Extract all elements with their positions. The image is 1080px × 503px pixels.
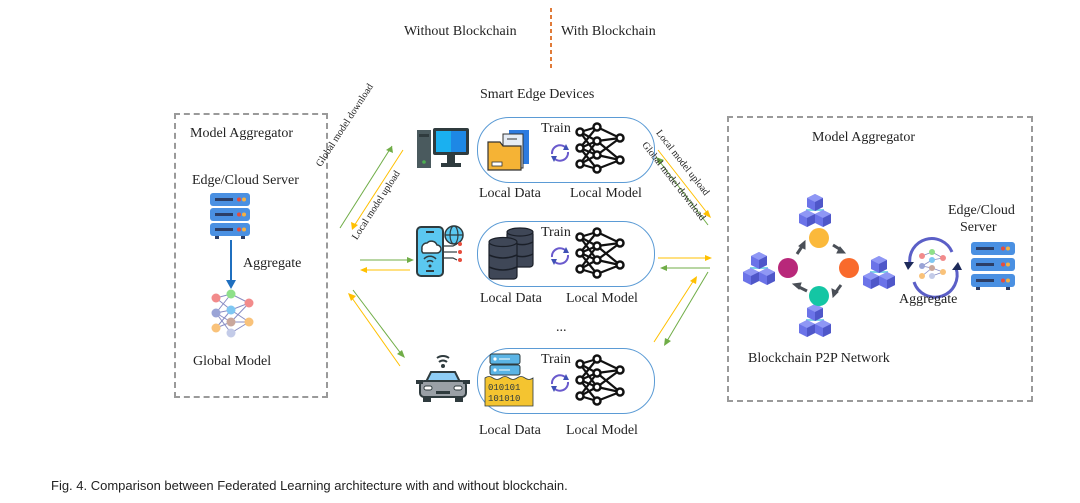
block-cluster-top <box>799 194 831 227</box>
desktop-computer-icon <box>417 128 469 168</box>
device-1-local-model-label: Local Model <box>570 186 642 201</box>
aggregate-cycle-icon <box>904 237 962 299</box>
upload-arrow-3 <box>351 297 401 367</box>
smartphone-iot-icon <box>416 225 464 277</box>
right-aggregate-label: Aggregate <box>899 292 958 307</box>
figure-caption: Fig. 4. Comparison between Federated Lea… <box>51 478 568 493</box>
database-icon <box>488 227 534 280</box>
device-3-train-label: Train <box>541 352 571 367</box>
more-devices-ellipsis: ... <box>556 320 567 335</box>
upload-arrow-r1 <box>657 149 709 215</box>
right-server-label-line1: Edge/Cloud <box>948 203 1015 218</box>
device-2-local-training-group <box>477 221 655 287</box>
right-server-label-line2: Server <box>960 220 997 235</box>
device-3-local-training-group <box>477 348 655 414</box>
right-aggregator-panel <box>727 116 1033 402</box>
svg-text:101010: 101010 <box>488 394 520 404</box>
download-arrow-1 <box>339 145 393 229</box>
device-3-local-data-label: Local Data <box>479 423 541 438</box>
left-aggregate-label: Aggregate <box>243 256 302 271</box>
right-aggregator-title: Model Aggregator <box>812 130 916 145</box>
global-model-icon <box>211 289 254 338</box>
left-arrows <box>339 145 414 367</box>
node-orange <box>839 258 859 278</box>
blockchain-p2p-network-icon <box>735 190 895 340</box>
block-cluster-left <box>743 252 775 285</box>
download-arrow-3 <box>352 289 403 356</box>
node-teal <box>809 286 829 306</box>
device-1-train-label: Train <box>541 121 571 136</box>
with-blockchain-label: With Blockchain <box>561 24 656 39</box>
server-binary-icon: 010101 101010 <box>484 353 534 407</box>
without-blockchain-label: Without Blockchain <box>404 24 517 39</box>
block-cluster-bottom <box>799 304 831 337</box>
node-magenta <box>778 258 798 278</box>
device-2-local-model-icon <box>575 227 625 279</box>
device-1-local-training-group <box>477 117 655 183</box>
block-cluster-right <box>863 256 895 289</box>
left-aggregator-title: Model Aggregator <box>190 126 294 141</box>
global-model-label: Global Model <box>193 354 272 369</box>
right-server-icon <box>971 242 1015 290</box>
device-2-train-label: Train <box>541 225 571 240</box>
device-3-local-model-label: Local Model <box>566 423 638 438</box>
connected-car-icon <box>416 355 470 402</box>
right-arrows <box>653 149 712 346</box>
device-1-train-cycle-icon <box>550 144 570 162</box>
left-server-label: Edge/Cloud Server <box>192 173 299 188</box>
server-icon <box>210 193 250 239</box>
left-aggregator-panel <box>174 113 328 398</box>
device-2-local-data-label: Local Data <box>480 291 542 306</box>
device-2-train-cycle-icon <box>550 247 570 265</box>
upload-arrow-r3 <box>653 279 695 343</box>
aggregate-arrow <box>226 240 236 289</box>
blockchain-network-label: Blockchain P2P Network <box>748 351 890 366</box>
device-3-train-cycle-icon <box>550 374 570 392</box>
download-arrow-r1 <box>659 161 709 226</box>
folder-documents-icon <box>487 130 529 171</box>
device-3-local-model-icon <box>575 354 625 406</box>
upload-arrow-1 <box>353 149 404 227</box>
download-arrow-r3 <box>666 271 709 342</box>
node-yellow <box>809 228 829 248</box>
device-1-local-model-icon <box>575 122 625 174</box>
device-1-local-data-label: Local Data <box>479 186 541 201</box>
device-2-local-model-label: Local Model <box>566 291 638 306</box>
svg-text:010101: 010101 <box>488 383 520 393</box>
smart-edge-devices-title: Smart Edge Devices <box>480 87 595 102</box>
header-divider <box>550 8 552 70</box>
